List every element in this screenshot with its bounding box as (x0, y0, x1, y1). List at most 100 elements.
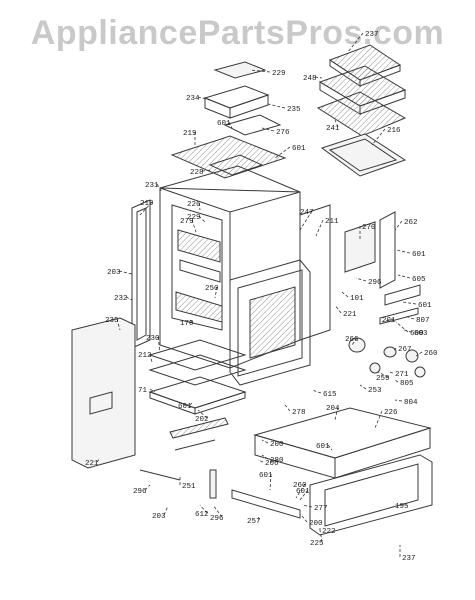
part-callout: 270 (362, 224, 376, 232)
callout-leader (347, 32, 364, 53)
callout-leader (267, 103, 286, 109)
callout-leader (404, 315, 415, 320)
callout-leader (274, 146, 291, 159)
callout-leader (118, 270, 133, 275)
part-callout: 101 (350, 295, 364, 303)
oven-door-frame (229, 259, 311, 386)
callout-leader (334, 406, 339, 421)
part-callout: 71 (138, 387, 148, 395)
callout-leader (359, 384, 367, 390)
callout-leader (377, 371, 389, 378)
part-callout: 260 (424, 350, 438, 358)
part-callout: 195 (395, 503, 409, 511)
callout-leader (198, 215, 206, 223)
callout-leader (394, 220, 403, 231)
callout-leader (395, 249, 411, 254)
part-callout: 237 (365, 31, 379, 39)
part-callout: 229 (187, 214, 201, 222)
part-callout: 605 (412, 276, 426, 284)
callout-leader (371, 128, 386, 146)
callout-leader (374, 410, 383, 429)
part-callout: 279 (180, 218, 194, 226)
callout-leader (397, 274, 411, 279)
part-callout: 601 (316, 443, 330, 451)
callout-leader (257, 515, 260, 521)
callout-leader (334, 304, 342, 314)
callout-leader (415, 351, 423, 357)
part-callout: 601 (412, 251, 426, 259)
callout-leader (311, 389, 322, 394)
callout-leader (351, 337, 358, 346)
outer-side-panel (71, 317, 136, 469)
top-vent-assembly (170, 61, 287, 179)
part-callout: 232 (114, 295, 128, 303)
part-callout: 216 (387, 127, 401, 135)
callout-leader (269, 473, 272, 491)
part-callout: 230 (146, 335, 160, 343)
part-callout: 601 (259, 472, 273, 480)
part-callout: 203 (152, 513, 166, 521)
callout-leader (299, 489, 309, 501)
callout-leader (144, 484, 151, 491)
part-callout: 226 (187, 201, 201, 209)
side-panels (131, 199, 331, 349)
part-callout: 237 (402, 555, 416, 563)
callout-leader (334, 119, 339, 128)
part-callout: 241 (326, 125, 340, 133)
callout-leader (261, 454, 269, 460)
part-callout: 603 (414, 330, 428, 338)
callout-leader (355, 277, 367, 282)
callout-leader (189, 319, 193, 323)
storage-drawer (231, 407, 433, 536)
callout-leader (157, 336, 161, 353)
part-callout: 204 (326, 405, 340, 413)
part-callout: 807 (416, 317, 430, 325)
callout-leader (341, 291, 349, 298)
callout-leader (139, 201, 153, 216)
callout-leader (189, 402, 193, 406)
part-callout: 170 (180, 320, 194, 328)
part-callout: 271 (395, 371, 409, 379)
callout-leader (319, 529, 323, 543)
callout-leader (301, 515, 308, 523)
part-callout: 612 (195, 511, 209, 519)
part-callout: 253 (368, 387, 382, 395)
callout-leader (249, 69, 271, 73)
part-callout: 601 (292, 145, 306, 153)
callout-leader (96, 457, 101, 463)
part-callout: 250 (205, 285, 219, 293)
part-callout: 235 (287, 106, 301, 114)
part-callout: 206 (265, 460, 279, 468)
part-callout: 276 (276, 129, 290, 137)
part-callout: 225 (310, 540, 324, 548)
part-callout: 804 (404, 399, 418, 407)
part-callout: 601 (418, 302, 432, 310)
callout-leader (299, 210, 313, 231)
callout-leader (315, 219, 324, 237)
callout-leader (198, 202, 201, 211)
part-callout: 805 (400, 380, 414, 388)
part-callout: 202 (195, 416, 209, 424)
callout-leader (327, 444, 333, 451)
part-callout: 600 (410, 330, 424, 338)
callout-leader (392, 347, 397, 353)
part-callout: 615 (323, 391, 337, 399)
part-callout: 296 (368, 279, 382, 287)
callout-leader (261, 439, 269, 444)
callout-leader (403, 329, 413, 333)
callout-leader (163, 505, 169, 516)
part-callout: 211 (325, 218, 339, 226)
part-callout: 260 (293, 482, 307, 490)
part-callout: 229 (272, 70, 286, 78)
part-callout: 280 (270, 457, 284, 465)
broiler-pan-set (316, 44, 407, 177)
callout-layer: 2292342356012762196012282312262292472112… (85, 31, 438, 563)
part-callout: 251 (182, 483, 196, 491)
part-callout: 259 (376, 375, 390, 383)
part-callout: 262 (404, 219, 418, 227)
burner-assembly (139, 417, 229, 499)
callout-leader (284, 404, 291, 412)
callout-leader (197, 96, 211, 101)
callout-leader (394, 379, 399, 383)
